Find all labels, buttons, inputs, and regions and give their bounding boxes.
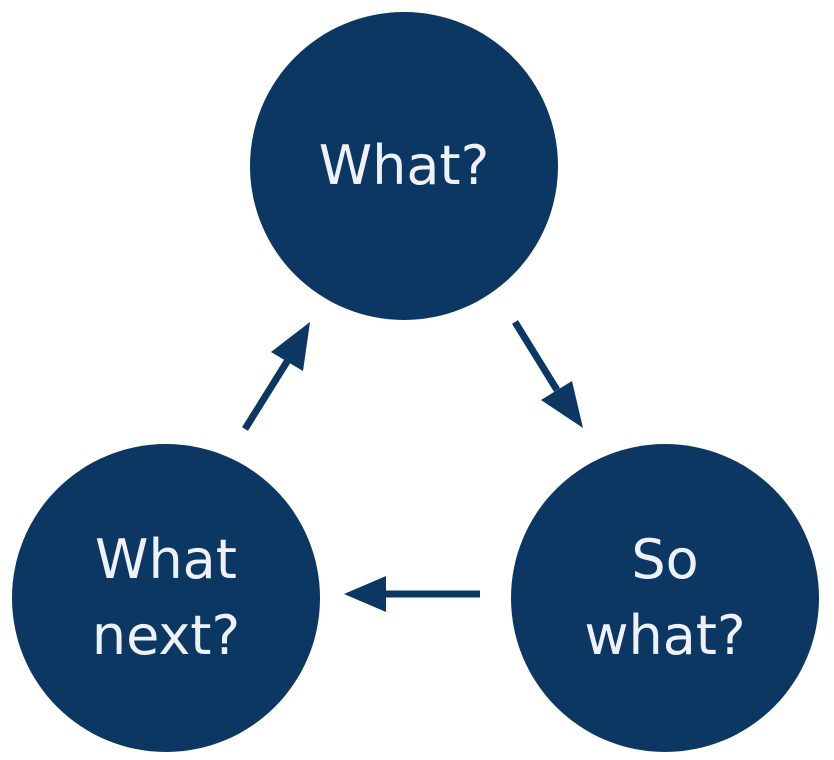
- arrow-what-next-to-what: [242, 322, 310, 431]
- node-what-next-label: What next?: [92, 522, 240, 674]
- node-what: What?: [250, 12, 558, 320]
- arrow-so-what-to-what-next-head: [344, 576, 386, 612]
- arrow-what-to-so-what-shaft: [512, 320, 560, 392]
- arrow-what-to-so-what: [512, 320, 583, 428]
- node-what-label-line1: What?: [318, 134, 490, 197]
- node-so-what-label-line2: what?: [584, 604, 746, 667]
- arrow-what-to-so-what-head: [541, 381, 583, 428]
- arrow-so-what-to-what-next: [344, 576, 480, 612]
- arrow-what-next-to-what-shaft: [242, 358, 291, 431]
- node-what-label: What?: [319, 128, 490, 204]
- arrow-what-next-to-what-head: [271, 322, 310, 371]
- node-what-next-label-line2: next?: [91, 604, 241, 667]
- node-what-next-label-line1: What: [95, 528, 237, 591]
- node-so-what: So what?: [511, 444, 819, 752]
- node-so-what-label: So what?: [584, 522, 745, 674]
- node-what-next: What next?: [12, 444, 320, 752]
- node-so-what-label-line1: So: [631, 528, 699, 591]
